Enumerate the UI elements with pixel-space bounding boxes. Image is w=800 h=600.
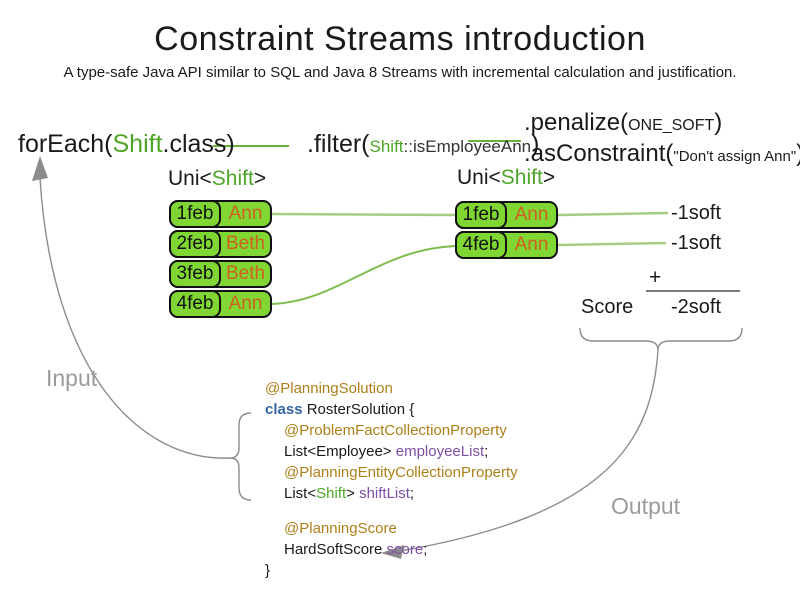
code-employee-type: List<Employee> <box>284 443 396 460</box>
code-shift-pre: List< <box>284 485 317 502</box>
code-class-name: RosterSolution { <box>302 401 415 418</box>
date-cell: 4feb <box>455 231 507 259</box>
code-employee-field: employeeList <box>395 443 485 460</box>
right-uni-post: > <box>542 166 556 189</box>
page-title: Constraint Streams introduction <box>154 20 646 58</box>
asconstraint-arg: "Don't assign Ann" <box>673 148 797 165</box>
code-block: @PlanningSolution class RosterSolution {… <box>265 378 518 581</box>
date-cell: 1feb <box>169 200 221 228</box>
date-cell: 2feb <box>169 230 221 258</box>
score-label: Score <box>581 296 634 318</box>
output-bracket <box>579 327 743 351</box>
asconstraint-pre: .asConstraint( <box>524 140 674 167</box>
input-arrowhead-icon <box>32 156 48 181</box>
penalize-pre: .penalize( <box>524 109 629 136</box>
name-cell: Beth <box>225 233 266 254</box>
name-cell: Ann <box>514 204 549 225</box>
code-shift-mid: > <box>346 485 360 502</box>
row-1feb-connector-line <box>271 212 457 217</box>
code-score-line: HardSoftScore score; <box>265 539 518 560</box>
code-employee-semicolon: ; <box>484 443 489 460</box>
table-row: 1feb Ann <box>455 201 558 229</box>
name-cell: Ann <box>228 203 263 224</box>
code-score-type: HardSoftScore <box>284 541 387 558</box>
code-shift-field: shiftList <box>359 485 410 502</box>
row-4feb-connector-curve <box>271 245 457 305</box>
code-class-declaration: class RosterSolution { <box>265 399 518 420</box>
input-label: Input <box>46 365 98 391</box>
left-uni-arg: Shift <box>211 167 254 190</box>
code-shift-type: Shift <box>316 485 347 502</box>
foreach-expression: forEach(Shift.class) <box>18 130 235 159</box>
penalty-1-connector-line <box>557 211 669 217</box>
code-annotation-planning-solution: @PlanningSolution <box>265 380 393 397</box>
penalize-block: .penalize(ONE_SOFT) .asConstraint("Don't… <box>524 109 800 171</box>
right-uni-pre: Uni< <box>457 166 501 189</box>
filter-expression: .filter(Shift::isEmployeeAnn) <box>307 130 539 159</box>
date-cell: 4feb <box>169 290 221 318</box>
output-label: Output <box>611 493 681 519</box>
penalty-value-1: -1soft <box>671 202 722 224</box>
right-uni-arg: Shift <box>500 166 543 189</box>
code-score-semicolon: ; <box>423 541 428 558</box>
filter-method-ref: ::isEmployeeAnn <box>403 137 532 156</box>
table-row: 1feb Ann <box>169 200 272 228</box>
asconstraint-post: ) <box>796 140 800 167</box>
code-shift-list-line: List<Shift> shiftList; <box>265 483 518 504</box>
code-employee-list-line: List<Employee> employeeList; <box>265 441 518 462</box>
penalize-arg: ONE_SOFT <box>628 117 715 134</box>
code-blank-line <box>265 504 518 518</box>
left-stream-type-label: Uni<Shift> <box>168 167 266 191</box>
filter-class-arg: Shift <box>369 137 404 156</box>
foreach-pre: forEach( <box>18 130 113 158</box>
code-keyword-class: class <box>265 401 303 418</box>
date-cell: 3feb <box>169 260 221 288</box>
right-stream-type-label: Uni<Shift> <box>457 166 555 190</box>
code-shift-semicolon: ; <box>409 485 415 502</box>
score-total: -2soft <box>671 296 722 318</box>
code-annotation-planning-entity: @PlanningEntityCollectionProperty <box>284 464 518 481</box>
table-row: 4feb Ann <box>455 231 558 259</box>
code-annotation-planning-score: @PlanningScore <box>284 520 397 537</box>
plus-sign: + <box>649 266 662 289</box>
asconstraint-expression: .asConstraint("Don't assign Ann") <box>524 140 800 171</box>
name-cell: Ann <box>514 234 549 255</box>
code-closing-brace: } <box>265 562 271 579</box>
name-cell: Beth <box>225 263 266 284</box>
penalize-post: ) <box>714 109 723 136</box>
table-row: 4feb Ann <box>169 290 272 318</box>
code-annotation-problem-fact: @ProblemFactCollectionProperty <box>284 422 507 439</box>
left-uni-post: > <box>253 167 267 190</box>
filter-pre: .filter( <box>307 130 370 158</box>
penalize-expression: .penalize(ONE_SOFT) <box>524 109 800 140</box>
date-cell: 1feb <box>455 201 507 229</box>
page-subtitle: A type-safe Java API similar to SQL and … <box>63 64 737 81</box>
filter-post: ) <box>531 130 540 158</box>
input-brace <box>229 412 252 501</box>
penalty-value-2: -1soft <box>671 232 722 254</box>
code-score-field: score <box>386 541 424 558</box>
left-uni-pre: Uni< <box>168 167 212 190</box>
penalty-2-connector-line <box>557 241 667 247</box>
foreach-class-arg: Shift <box>112 130 163 158</box>
foreach-post: .class) <box>162 130 235 158</box>
name-cell: Ann <box>228 293 263 314</box>
